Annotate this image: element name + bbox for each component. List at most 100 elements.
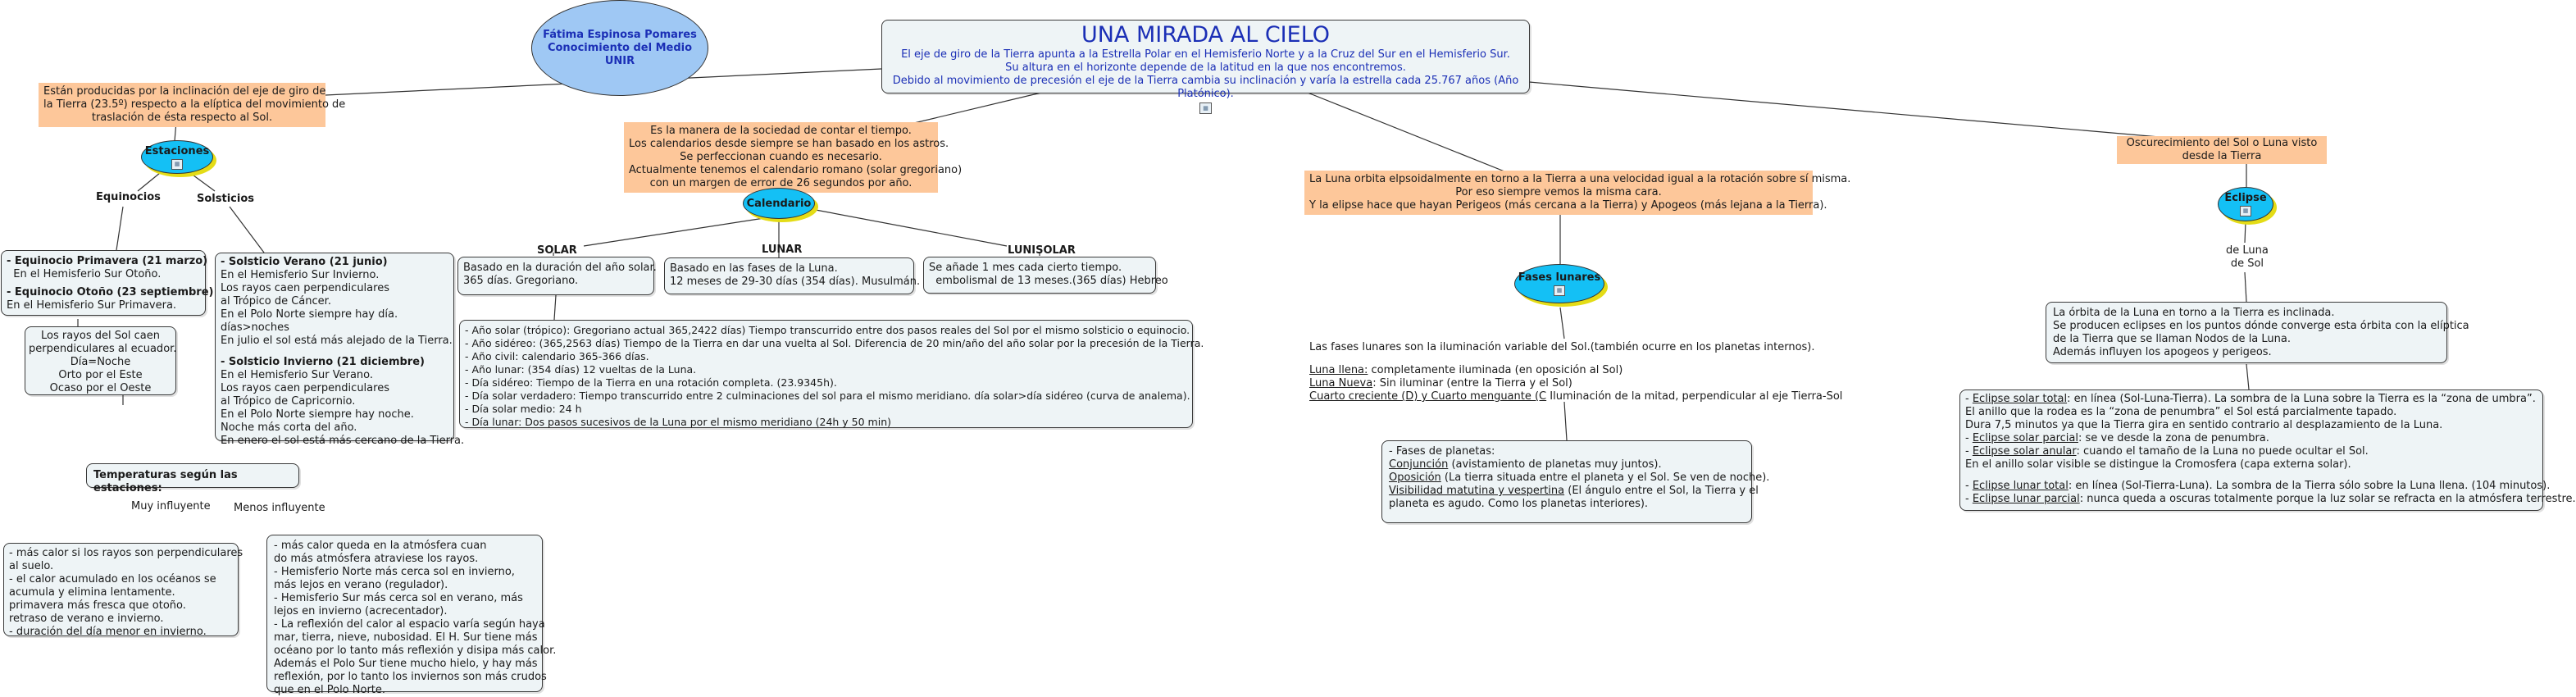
eclipse-orbit-box[interactable]: La órbita de la Luna en torno a la Tierr… (2046, 302, 2469, 363)
text-line: Los rayos caen perpendiculares (221, 382, 389, 394)
text-line: - el calor acumulado en los océanos se (9, 573, 216, 585)
author-ellipse[interactable]: Fátima Espinosa Pomares Conocimiento del… (531, 0, 708, 96)
text-line: Orto por el Este (58, 369, 143, 381)
text-line: En enero el sol está más cercano de la T… (221, 435, 465, 447)
main-line-1: El eje de giro de la Tierra apunta a la … (901, 48, 1510, 61)
planet-phases-box[interactable]: - Fases de planetas: Conjunción (avistam… (1381, 440, 1769, 523)
link-label-solar: SOLAR (537, 244, 577, 257)
text-line: completamente iluminada (en oposición al… (1368, 364, 1623, 376)
eclipse-solar-total-term: Eclipse solar total (1972, 393, 2068, 405)
menos-influyente-box[interactable]: - más calor queda en la atmósfera cuan d… (266, 535, 557, 696)
resource-icon[interactable]: ▦ (1554, 285, 1565, 296)
main-line-3: Debido al movimiento de precesión el eje… (892, 75, 1519, 100)
text-line: - Día lunar: Dos pasos sucesivos de la L… (465, 416, 891, 428)
solar-calendar-box[interactable]: Basado en la duración del año solar. 365… (457, 257, 657, 295)
text-line: planeta es agudo. Como los planetas inte… (1389, 498, 1649, 510)
text-line: do más atmósfera atraviese los rayos. (274, 553, 479, 565)
text-line: En el Polo Norte siempre hay día. (221, 308, 398, 321)
text-line: embolismal de 13 meses.(365 días) Hebreo (929, 275, 1168, 287)
link-label-lunisolar: LUNISOLAR (1008, 244, 1076, 257)
luna-llena-term: Luna llena: (1309, 364, 1368, 376)
text-line: La Luna orbita elpsoidalmente en torno a… (1309, 173, 1851, 185)
eclipse-label: Eclipse (2224, 192, 2267, 204)
text-line: con un margen de error de 26 segundos po… (649, 177, 913, 189)
text-line: de la Tierra que se llaman Nodos de la L… (2053, 333, 2291, 345)
text-line: 365 días. Gregoriano. (463, 275, 579, 287)
equinox-rays-box[interactable]: Los rayos del Sol caen perpendiculares a… (25, 326, 176, 395)
lunisolar-calendar-box[interactable]: Se añade 1 mes cada cierto tiempo. embol… (923, 257, 1168, 294)
solstice-box[interactable]: - Solsticio Verano (21 junio) En el Hemi… (215, 253, 464, 447)
text-line: : cuando el tamaño de la Luna no puede o… (2076, 445, 2369, 458)
text-line: La órbita de la Luna en torno a la Tierr… (2053, 307, 2335, 319)
text-line: Noche más corta del año. (221, 421, 357, 434)
temperaturas-node[interactable]: Temperaturas según las estaciones: (86, 463, 299, 494)
main-title-box[interactable]: UNA MIRADA AL CIELO El eje de giro de la… (881, 20, 1530, 114)
link-label-menos-influyente: Menos influyente (234, 502, 325, 514)
link-label-equinocios: Equinocios (96, 191, 161, 203)
text-line: Basado en la duración del año solar. (463, 262, 657, 274)
text-line: primavera más fresca que otoño. (9, 599, 186, 612)
estaciones-label: Estaciones (144, 144, 210, 157)
text-line: En el Polo Norte siempre hay noche. (221, 408, 414, 421)
text-line: traslación de ésta respecto al Sol. (91, 112, 273, 124)
lunar-calendar-box[interactable]: Basado en las fases de la Luna. 12 meses… (664, 257, 921, 294)
estaciones-node[interactable]: Estaciones ▦ (141, 140, 213, 174)
text-line: En el Hemisferio Sur Verano. (221, 369, 374, 381)
solstice-winter-heading: - Solsticio Invierno (21 diciembre) (221, 356, 425, 368)
text-line: Iluminación de la mitad, perpendicular a… (1546, 390, 1843, 403)
text-line: - Año lunar: (354 días) 12 vueltas de la… (465, 363, 697, 376)
text-line: : Sin iluminar (entre la Tierra y el Sol… (1372, 377, 1572, 390)
text-line: más lejos en verano (regulador). (274, 579, 448, 591)
text-line: mar, tierra, nieve, nubosidad. El H. Sur… (274, 631, 538, 644)
temperaturas-label: Temperaturas según las estaciones: (93, 469, 238, 494)
oposicion-term: Oposición (1389, 472, 1441, 484)
text-line: Las fases lunares son la iluminación var… (1309, 341, 1815, 353)
text-line: Se perfeccionan cuando es necesario. (680, 151, 882, 163)
text-line: - Año sidéreo: (365,2563 días) Tiempo de… (465, 337, 1204, 349)
year-types-box[interactable]: - Año solar (trópico): Gregoriano actual… (459, 320, 1204, 428)
equinox-spring-heading: - Equinocio Primavera (21 marzo) (7, 255, 208, 267)
text-line: : se ve desde la zona de penumbra. (2078, 432, 2269, 444)
text-line: - Año civil: calendario 365-366 días. (465, 350, 649, 362)
text-line: lejos en invierno (acrecentador). (274, 605, 448, 617)
luna-nueva-term: Luna Nueva (1309, 377, 1373, 390)
oscurecimiento-note: Oscurecimiento del Sol o Luna visto desd… (2117, 136, 2327, 164)
text-line: Actualmente tenemos el calendario romano… (629, 164, 963, 176)
text-line: Además el Polo Sur tiene mucho hielo, y … (274, 658, 538, 670)
fases-lunares-node[interactable]: Fases lunares ▦ (1514, 264, 1604, 303)
resource-icon[interactable]: ▦ (1199, 102, 1212, 114)
text-line: Es la manera de la sociedad de contar el… (650, 125, 912, 137)
muy-influyente-box[interactable]: - más calor si los rayos son perpendicul… (3, 543, 243, 638)
text-line: - Hemisferio Norte más cerca sol en invi… (274, 566, 515, 578)
text-line: Además influyen los apogeos y perigeos. (2053, 346, 2272, 358)
calendario-node[interactable]: Calendario (743, 188, 815, 219)
seasons-cause-note: Están producidas por la inclinación del … (39, 83, 345, 127)
text-line: Por eso siempre vemos la misma cara. (1455, 186, 1662, 198)
text-line: - Fases de planetas: (1389, 445, 1495, 458)
resource-icon[interactable]: ▦ (171, 158, 183, 170)
equinox-box[interactable]: - Equinocio Primavera (21 marzo) En el H… (1, 250, 213, 316)
text-line: Dura 7,5 minutos ya que la Tierra gira e… (1965, 419, 2443, 431)
resource-icon[interactable]: ▦ (2240, 206, 2251, 216)
main-line-2: Su altura en el horizonte depende de la … (1005, 61, 1406, 74)
text-line: 12 meses de 29-30 días (354 días). Musul… (670, 276, 921, 288)
moon-orbit-note: La Luna orbita elpsoidalmente en torno a… (1304, 171, 1851, 215)
text-line: El anillo que la rodea es la “zona de pe… (1965, 406, 2397, 418)
text-line: - Día sidéreo: Tiempo de la Tierra en un… (465, 376, 837, 389)
text-line: días>noches (221, 321, 289, 334)
text-line: En el Hemisferio Sur Primavera. (7, 299, 177, 312)
text-line: Basado en las fases de la Luna. (670, 262, 838, 275)
conjuncion-term: Conjunción (1389, 458, 1449, 471)
eclipse-lunar-total-term: Eclipse lunar total (1972, 480, 2069, 492)
eclipse-types-box[interactable]: - Eclipse solar total: en línea (Sol-Lun… (1959, 390, 2576, 511)
text-line: Están producidas por la inclinación del … (43, 85, 326, 98)
lunar-phases-text: Las fases lunares son la iluminación var… (1309, 341, 1842, 403)
eclipse-node[interactable]: Eclipse ▦ (2218, 187, 2273, 221)
text-line: océano por lo tanto más reflexión y disi… (274, 645, 557, 657)
text-line: - Día solar verdadero: Tiempo transcurri… (465, 390, 1190, 402)
text-line: - Día solar medio: 24 h (465, 403, 582, 415)
cuarto-term: Cuarto creciente (D) y Cuarto menguante … (1309, 390, 1547, 403)
text-line: de Luna (2226, 244, 2269, 257)
text-line: Y la elipse hace que hayan Perigeos (más… (1309, 199, 1827, 212)
eclipse-solar-parcial-term: Eclipse solar parcial (1972, 432, 2078, 444)
